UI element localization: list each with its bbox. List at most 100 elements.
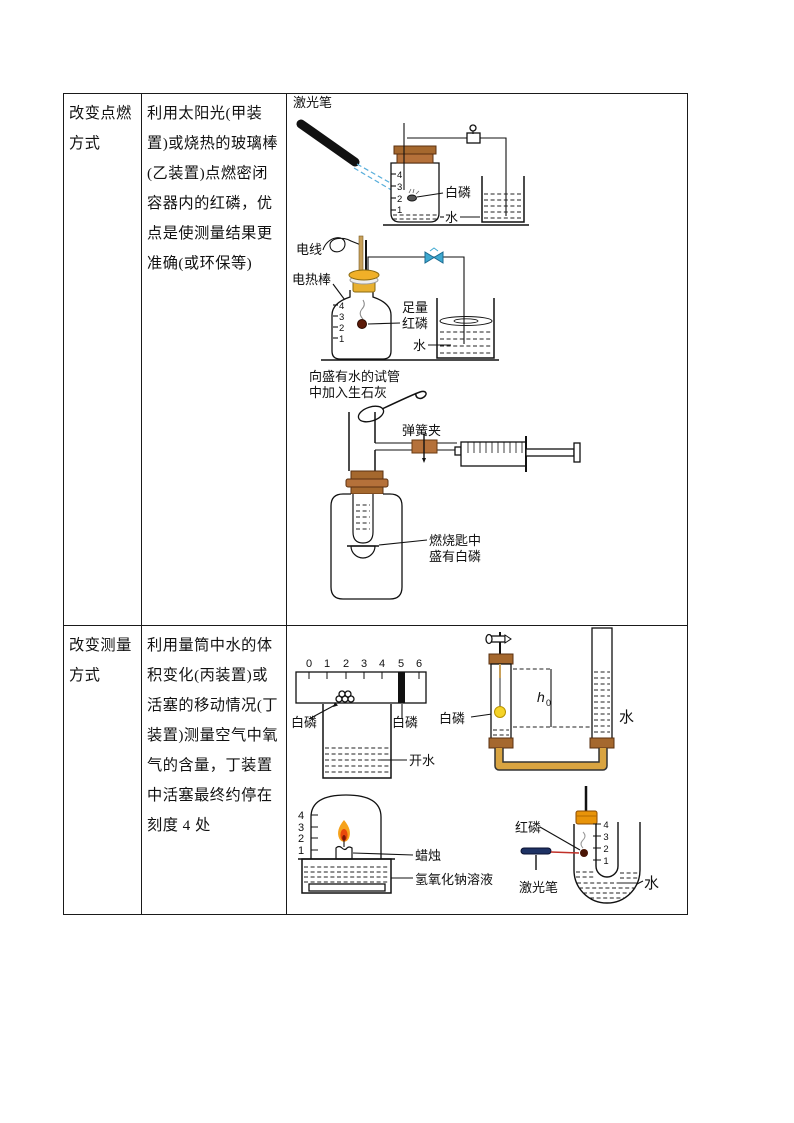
red-phosphorus-sample <box>580 849 588 857</box>
label-water: 水 <box>413 338 426 353</box>
piston <box>398 672 405 703</box>
label-spoon-line1: 燃烧匙中 <box>429 533 481 548</box>
figure-quicklime-syringe: 向盛有水的试管 中加入生石灰 弹簧夹 <box>309 369 581 600</box>
leader-line <box>352 852 414 856</box>
scale-mark: 3 <box>298 822 304 834</box>
label-heat-rod: 电热棒 <box>292 272 331 287</box>
label-hot-water: 开水 <box>409 753 435 768</box>
scale-mark: 0 <box>306 658 312 670</box>
laser-pen-body <box>296 119 360 167</box>
red-phosphorus-sample <box>357 319 367 329</box>
label-laser-pen: 激光笔 <box>519 880 558 895</box>
label-h: h <box>537 689 545 705</box>
row1-figures-cell: 激光笔 4 3 2 <box>287 94 687 626</box>
bottle: 4 3 2 1 <box>331 290 392 360</box>
spoon <box>357 390 427 423</box>
burning-spoon-bowl <box>350 545 376 559</box>
left-tube <box>488 653 514 749</box>
scale-mark: 3 <box>603 832 608 843</box>
label-spoon-line2: 盛有白磷 <box>429 549 481 564</box>
row2-description-cell: 利用量筒中水的体积变化(丙装置)或活塞的移动情况(丁装置)测量空气中氧气的含量，… <box>142 626 287 914</box>
scale-mark: 1 <box>298 845 304 857</box>
row2-description-text: 利用量筒中水的体积变化(丙装置)或活塞的移动情况(丁装置)测量空气中氧气的含量，… <box>147 637 279 834</box>
smoke <box>580 831 586 849</box>
candle <box>335 820 353 860</box>
figure-twin-tube-manometer: 白磷 <box>439 627 634 771</box>
stopcock-valve <box>466 124 481 144</box>
row2-method-cell: 改变测量方式 <box>64 626 142 914</box>
scale-mark: 3 <box>339 312 344 323</box>
label-white-phosphorus: 白磷 <box>445 185 471 200</box>
plunger-cap <box>573 442 581 463</box>
scale-mark: 4 <box>603 820 608 831</box>
syringe <box>454 436 581 472</box>
scale-mark: 1 <box>339 334 344 345</box>
label-spring-clamp: 弹簧夹 <box>402 423 441 438</box>
label-water: 水 <box>644 875 659 892</box>
leader-line <box>470 713 493 718</box>
leader-line <box>539 826 581 851</box>
spring-clamp-blue <box>424 247 444 264</box>
plunger-rod <box>525 448 575 457</box>
gas-tube <box>407 137 507 216</box>
graduated-tube <box>295 671 427 704</box>
beaker <box>436 298 495 359</box>
spring-clamp <box>411 433 438 463</box>
collection-bottle <box>330 493 403 600</box>
figure-candle-bell-jar: 4 3 2 1 蜡烛 <box>298 794 493 894</box>
row2-method-text: 改变测量方式 <box>69 637 132 684</box>
label-piston-phosphorus: 白磷 <box>392 715 418 730</box>
orange-stopper <box>575 810 598 825</box>
figure-ignition-methods: 激光笔 4 3 2 <box>292 95 581 600</box>
label-candle: 蜡烛 <box>415 848 441 863</box>
rubber-stopper <box>345 470 389 495</box>
u-tube-outer <box>573 822 641 904</box>
bottle: 4 3 2 1 <box>390 123 440 223</box>
candle-body <box>335 845 353 860</box>
leader-line <box>367 322 401 325</box>
scale-mark: 4 <box>298 810 304 822</box>
beaker <box>481 176 525 223</box>
stopcock-valve <box>485 632 512 656</box>
figure-piston-tube: 0 1 2 3 4 5 6 <box>291 658 435 779</box>
inner-test-tube <box>352 494 374 544</box>
white-phosphorus-beads <box>335 690 355 703</box>
caption-line2: 中加入生石灰 <box>309 385 387 400</box>
row1-method-cell: 改变点燃方式 <box>64 94 142 626</box>
scale-mark: 5 <box>398 658 404 670</box>
scale-mark: 2 <box>397 194 402 205</box>
scale-mark: 1 <box>603 856 608 867</box>
scale-mark: 4 <box>397 170 402 181</box>
gas-tube <box>367 256 465 344</box>
leader-line <box>378 539 428 546</box>
scale-mark: 2 <box>603 844 608 855</box>
water-fill <box>576 871 638 899</box>
label-laser-pen: 激光笔 <box>293 95 332 110</box>
scale-mark: 1 <box>397 205 402 216</box>
leader-line <box>416 192 444 198</box>
smoke <box>359 299 365 320</box>
laser-pen <box>520 847 580 870</box>
scale-mark: 1 <box>324 658 330 670</box>
row1-method-text: 改变点燃方式 <box>69 105 132 152</box>
leader-line <box>308 704 336 720</box>
scale-mark: 2 <box>343 658 349 670</box>
scale-mark: 4 <box>379 658 385 670</box>
label-white-phosphorus: 白磷 <box>439 711 465 726</box>
scale-mark: 3 <box>397 182 402 193</box>
scale-mark: 2 <box>339 323 344 334</box>
row1-description-cell: 利用太阳光(甲装置)或烧热的玻璃棒(乙装置)点燃密闭容器内的红磷，优点是使测量结… <box>142 94 287 626</box>
figure-measurement-methods: 0 1 2 3 4 5 6 <box>291 627 659 904</box>
right-tube <box>589 627 615 749</box>
figure-electric-heater: 电线 电热棒 4 3 2 1 <box>292 235 499 361</box>
connector-tube <box>494 748 608 771</box>
scale-mark: 2 <box>298 833 304 845</box>
row1-description-text: 利用太阳光(甲装置)或烧热的玻璃棒(乙装置)点燃密闭容器内的红磷，优点是使测量结… <box>147 105 279 272</box>
label-naoh-solution: 氢氧化钠溶液 <box>415 872 493 887</box>
u-tube-inner <box>595 822 619 878</box>
figure-laser-ignition: 激光笔 4 3 2 <box>293 95 529 226</box>
label-water: 水 <box>619 709 634 726</box>
label-water: 水 <box>445 210 458 225</box>
label-red-phosphorus-2: 红磷 <box>402 316 428 331</box>
